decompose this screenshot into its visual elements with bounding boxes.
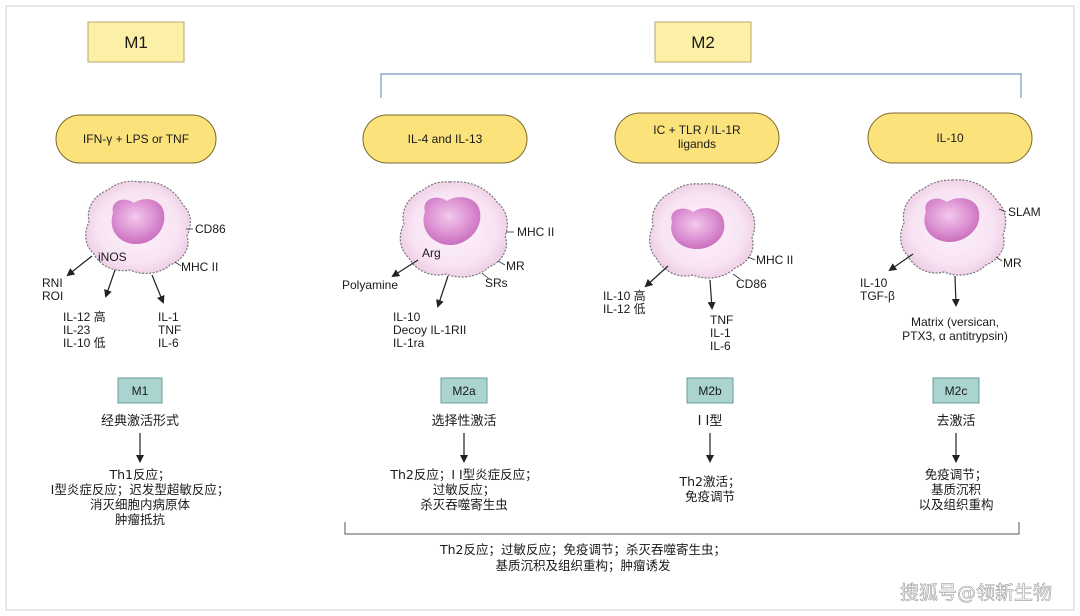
output-text: RNI: [42, 276, 63, 290]
svg-text:M2c: M2c: [945, 384, 968, 398]
srs-label: SRs: [485, 276, 508, 290]
svg-text:M2b: M2b: [698, 384, 722, 398]
output-text: IL-1: [710, 326, 731, 340]
watermark: 搜狐号@领新生物: [900, 582, 1052, 604]
m1-header-label: M1: [124, 33, 148, 52]
output-text: Matrix (versican,: [911, 315, 999, 329]
output-text: TNF: [158, 323, 181, 337]
output-text: PTX3, α antitrypsin): [902, 329, 1008, 343]
activation-label: 选择性激活: [431, 414, 496, 429]
output-text: IL-1: [158, 310, 179, 324]
cd86-label: CD86: [195, 222, 226, 236]
stimulus-label: IL-10: [936, 131, 964, 145]
output-text: IL-23: [63, 323, 91, 337]
svg-text:M2a: M2a: [452, 384, 476, 398]
macrophage-cell-m1: [85, 180, 191, 275]
nucleus: [111, 199, 165, 245]
m2-bottom-bracket: [344, 522, 1020, 535]
arrow-il10: [436, 275, 449, 308]
nucleus: [423, 197, 481, 246]
m2-header-box: M2: [654, 21, 752, 63]
diagram-frame: [5, 5, 1075, 611]
cd86-label: CD86: [736, 277, 767, 291]
stimulus-label: IL-4 and IL-13: [408, 132, 483, 146]
stimulus-pill-m2b: IC + TLR / IL-1R ligands: [614, 112, 780, 164]
output-text: TNF: [710, 313, 733, 327]
activation-label: 去激活: [936, 414, 975, 429]
mr-label: MR: [1003, 256, 1022, 270]
m2-header-label: M2: [691, 33, 715, 52]
arrow-tnf: [707, 279, 716, 310]
mhc-ii-label: MHC II: [756, 253, 793, 267]
arrow-il10-il12: [644, 265, 669, 288]
output-text: IL-12 高: [63, 309, 106, 324]
m2-bracket: [380, 73, 1022, 98]
svg-text:免疫调节: 免疫调节: [685, 489, 735, 504]
svg-text:消灭细胞内病原体: 消灭细胞内病原体: [90, 497, 191, 512]
subtype-badge-m1: M1: [117, 377, 163, 404]
footer-line-2: 基质沉积及组织重构；肿瘤诱发: [495, 558, 671, 573]
mhc-ii-label: MHC II: [517, 225, 554, 239]
arrow-il1: [151, 274, 165, 304]
footer-line-1: Th2反应；过敏反应；免疫调节；杀灭吞噬寄生虫；: [439, 542, 726, 557]
output-text: IL-10: [860, 276, 888, 290]
stimulus-pill-m2c: IL-10: [867, 112, 1033, 164]
output-text: TGF-β: [860, 289, 895, 303]
stimulus-label-line2: ligands: [678, 137, 716, 151]
svg-text:免疫调节；: 免疫调节；: [925, 467, 988, 482]
subtype-badge-m2b: M2b: [686, 377, 734, 404]
stimulus-label: IFN-γ + LPS or TNF: [83, 132, 189, 146]
svg-text:基质沉积: 基质沉积: [931, 482, 981, 497]
arg-label: Arg: [422, 246, 441, 260]
svg-text:肿瘤抵抗: 肿瘤抵抗: [115, 512, 166, 527]
slam-label: SLAM: [1008, 205, 1041, 219]
activation-label: 经典激活形式: [101, 414, 179, 429]
svg-text:I型炎症反应；迟发型超敏反应；: I型炎症反应；迟发型超敏反应；: [51, 482, 230, 497]
arrow-il10-tgf: [888, 253, 914, 272]
mhc-ii-label: MHC II: [181, 260, 218, 274]
mr-label: MR: [506, 259, 525, 273]
output-text: IL-10 低: [63, 336, 106, 350]
stimulus-label-line1: IC + TLR / IL-1R: [653, 123, 741, 137]
inos-label: iNOS: [98, 250, 127, 264]
output-text: Decoy IL-1RII: [393, 323, 466, 337]
output-text: IL-10 高: [603, 288, 646, 303]
macrophage-cell-m2a: [399, 181, 508, 278]
activation-label: I I型: [698, 414, 723, 429]
macrophage-cell-m2b: [649, 183, 756, 279]
arrow-polyamine: [391, 259, 419, 278]
output-text: IL-6: [158, 336, 179, 350]
svg-text:Th1反应；: Th1反应；: [108, 467, 170, 482]
svg-text:过敏反应；: 过敏反应；: [433, 482, 496, 497]
subtype-badge-m2a: M2a: [440, 377, 488, 404]
stimulus-pill-m2a: IL-4 and IL-13: [362, 114, 528, 164]
macrophage-cell-m2c: [900, 179, 1007, 276]
functions-m2b: Th2激活； 免疫调节: [678, 474, 740, 504]
svg-text:Th2激活；: Th2激活；: [678, 474, 740, 489]
svg-text:以及组织重构: 以及组织重构: [918, 497, 993, 512]
svg-text:M1: M1: [132, 384, 149, 398]
arrow-matrix: [951, 275, 960, 307]
nucleus: [924, 198, 980, 243]
arrow-il12: [104, 269, 116, 298]
m1-header-box: M1: [87, 21, 185, 63]
output-text: IL-10: [393, 310, 421, 324]
subtype-badge-m2c: M2c: [932, 377, 980, 404]
svg-text:Th2反应；I I型炎症反应；: Th2反应；I I型炎症反应；: [389, 467, 537, 482]
output-text: IL-1ra: [393, 336, 425, 350]
arrow-rni-roi: [66, 255, 93, 277]
stimulus-pill-m1: IFN-γ + LPS or TNF: [55, 114, 217, 164]
svg-text:杀灭吞噬寄生虫: 杀灭吞噬寄生虫: [420, 497, 508, 512]
output-text: IL-12 低: [603, 302, 646, 316]
nucleus: [671, 208, 725, 250]
functions-m2c: 免疫调节； 基质沉积 以及组织重构: [918, 467, 993, 512]
output-text: IL-6: [710, 339, 731, 353]
output-text: ROI: [42, 289, 63, 303]
output-text: Polyamine: [342, 278, 398, 292]
functions-m1: Th1反应； I型炎症反应；迟发型超敏反应； 消灭细胞内病原体 肿瘤抵抗: [51, 467, 230, 527]
functions-m2a: Th2反应；I I型炎症反应； 过敏反应； 杀灭吞噬寄生虫: [389, 467, 537, 512]
